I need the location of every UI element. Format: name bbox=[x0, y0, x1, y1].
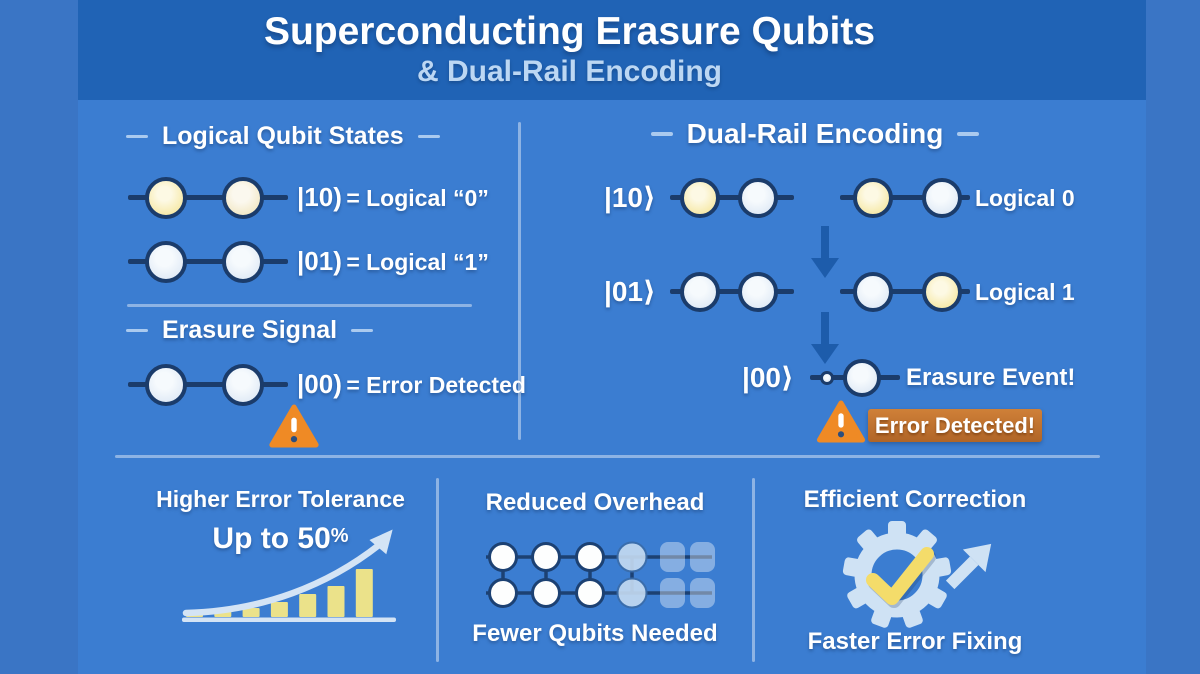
banner-label: Error Detected! bbox=[874, 412, 1036, 438]
qubit-icon bbox=[145, 364, 187, 406]
benefit-overhead-caption: Fewer Qubits Needed bbox=[472, 620, 718, 647]
state-label: = Error Detected bbox=[346, 372, 526, 398]
down-arrow-icon bbox=[811, 312, 839, 364]
warning-triangle-icon bbox=[816, 400, 866, 443]
qubit-icon bbox=[738, 272, 778, 312]
heading-dash-icon bbox=[650, 132, 673, 136]
up-to-50-label: Up to 50 bbox=[212, 522, 331, 555]
state-label: = Logical “0” bbox=[346, 185, 489, 211]
qubit-icon bbox=[680, 272, 720, 312]
qubit-wire bbox=[840, 195, 970, 200]
ket-label: |00) bbox=[297, 369, 342, 399]
qubit-excited-icon bbox=[680, 178, 720, 218]
heading-dash-icon bbox=[126, 328, 148, 333]
warning-triangle-icon bbox=[269, 404, 319, 448]
qubit-icon bbox=[222, 241, 264, 283]
qubit-icon bbox=[222, 177, 264, 219]
qubit-wire bbox=[128, 259, 288, 264]
qubit-icon bbox=[738, 178, 778, 218]
qubit-wire bbox=[840, 289, 970, 294]
section-logical-qubit-states-heading: Logical Qubit States bbox=[126, 122, 440, 151]
qubit-excited-icon bbox=[145, 177, 187, 219]
state-row-00: |00) = Error Detected bbox=[297, 369, 526, 400]
collapsed-qubit-icon bbox=[820, 371, 834, 385]
section-divider bbox=[115, 455, 1100, 458]
benefit-correction-title: Efficient Correction bbox=[803, 486, 1027, 513]
qubit-wire bbox=[128, 195, 288, 200]
logical-0-label: Logical 0 bbox=[975, 185, 1075, 211]
logical-1-label: Logical 1 bbox=[975, 279, 1075, 305]
ket-label: |01⟩ bbox=[604, 276, 656, 307]
heading-dash-icon bbox=[417, 134, 440, 139]
down-arrow-icon bbox=[811, 226, 839, 278]
benefit-correction-caption: Faster Error Fixing bbox=[807, 628, 1023, 655]
state-row-10: |10) = Logical “0” bbox=[297, 182, 489, 213]
page-subtitle: & Dual-Rail Encoding bbox=[416, 55, 722, 89]
qubit-grid-icon bbox=[486, 541, 715, 609]
state-label: = Logical “1” bbox=[346, 249, 489, 275]
ket-label: |10⟩ bbox=[604, 182, 656, 213]
up-right-arrow-icon bbox=[945, 543, 992, 590]
qubit-excited-icon bbox=[853, 178, 893, 218]
qubit-icon bbox=[843, 359, 881, 397]
page-title: Superconducting Erasure Qubits bbox=[263, 9, 876, 53]
section-divider bbox=[127, 304, 472, 307]
column-divider bbox=[518, 122, 521, 440]
qubit-icon bbox=[145, 241, 187, 283]
benefit-tolerance-subtitle: Up to 50% bbox=[128, 522, 433, 556]
benefit-overhead-title: Reduced Overhead bbox=[485, 489, 705, 516]
qubit-wire bbox=[670, 195, 794, 200]
section-heading-label: Erasure Signal bbox=[162, 316, 338, 344]
qubit-wire bbox=[670, 289, 794, 294]
qubit-icon bbox=[222, 364, 264, 406]
percent-label: % bbox=[330, 525, 349, 547]
erasure-event-label: Erasure Event! bbox=[906, 364, 1076, 391]
benefit-tolerance-title: Higher Error Tolerance bbox=[156, 486, 405, 512]
error-detected-banner: Error Detected! bbox=[868, 409, 1042, 442]
section-heading-label: Logical Qubit States bbox=[162, 122, 404, 150]
qubit-icon bbox=[853, 272, 893, 312]
state-row-01: |01) = Logical “1” bbox=[297, 246, 489, 277]
ket-label: |01) bbox=[297, 246, 342, 276]
qubit-icon bbox=[922, 178, 962, 218]
header: Superconducting Erasure Qubits & Dual-Ra… bbox=[78, 0, 1146, 100]
section-heading-label: Dual-Rail Encoding bbox=[686, 118, 944, 149]
column-divider bbox=[752, 478, 755, 662]
growth-chart-icon bbox=[182, 529, 396, 622]
gear-check-icon bbox=[842, 521, 992, 628]
section-erasure-signal-heading: Erasure Signal bbox=[126, 316, 374, 345]
heading-dash-icon bbox=[351, 328, 374, 333]
qubit-wire bbox=[128, 382, 288, 387]
section-dual-rail-heading: Dual-Rail Encoding bbox=[610, 118, 1020, 150]
heading-dash-icon bbox=[957, 132, 980, 136]
qubit-excited-icon bbox=[922, 272, 962, 312]
ket-label: |10) bbox=[297, 182, 342, 212]
heading-dash-icon bbox=[126, 134, 148, 139]
column-divider bbox=[436, 478, 439, 662]
ket-label: |00⟩ bbox=[742, 362, 794, 393]
